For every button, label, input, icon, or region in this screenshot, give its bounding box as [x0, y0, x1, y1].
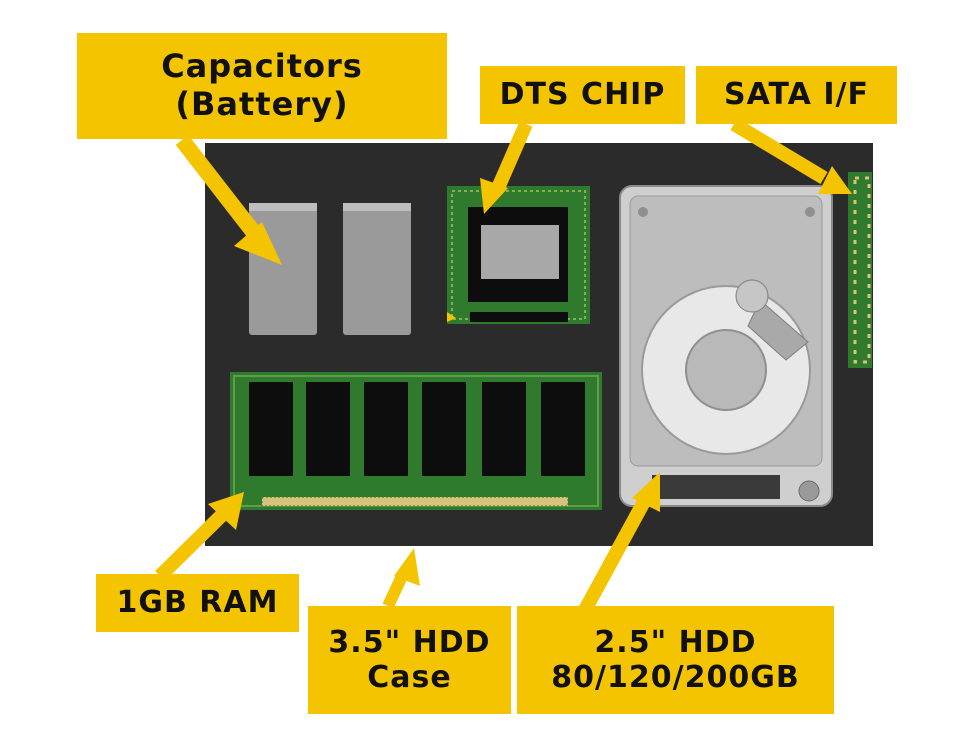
capacitor-right: [343, 203, 411, 335]
case-label-line2: Case: [367, 660, 452, 695]
case-label-line1: 3.5" HDD: [328, 624, 491, 660]
arrow-ram: [155, 492, 244, 581]
arrow-sata: [730, 117, 852, 194]
capacitors-label-line1: Capacitors: [161, 47, 363, 86]
arrow-dts-chip: [480, 121, 533, 214]
capacitor-left: [249, 203, 317, 335]
arrow-capacitors: [175, 135, 282, 265]
sata-label-text: SATA I/F: [724, 77, 869, 113]
dts-chip: [447, 186, 590, 324]
arrow-hdd: [578, 472, 660, 614]
sata-label: SATA I/F: [696, 66, 897, 124]
hdd-2-5-inch: [619, 185, 833, 507]
ram-module: [230, 372, 602, 510]
hdd-label-line2: 80/120/200GB: [551, 660, 800, 695]
ram-label-text: 1GB RAM: [116, 585, 279, 621]
capacitors-label: Capacitors (Battery): [77, 33, 447, 139]
hdd-label-line1: 2.5" HDD: [594, 624, 757, 660]
capacitors-label-line2: (Battery): [175, 85, 349, 123]
case-label: 3.5" HDD Case: [308, 606, 511, 714]
ram-label: 1GB RAM: [96, 574, 299, 632]
hdd-label: 2.5" HDD 80/120/200GB: [517, 606, 834, 714]
dts-chip-label: DTS CHIP: [480, 66, 685, 124]
arrow-case: [382, 548, 420, 609]
sata-connector: [848, 172, 872, 368]
dts-chip-label-text: DTS CHIP: [499, 77, 666, 113]
